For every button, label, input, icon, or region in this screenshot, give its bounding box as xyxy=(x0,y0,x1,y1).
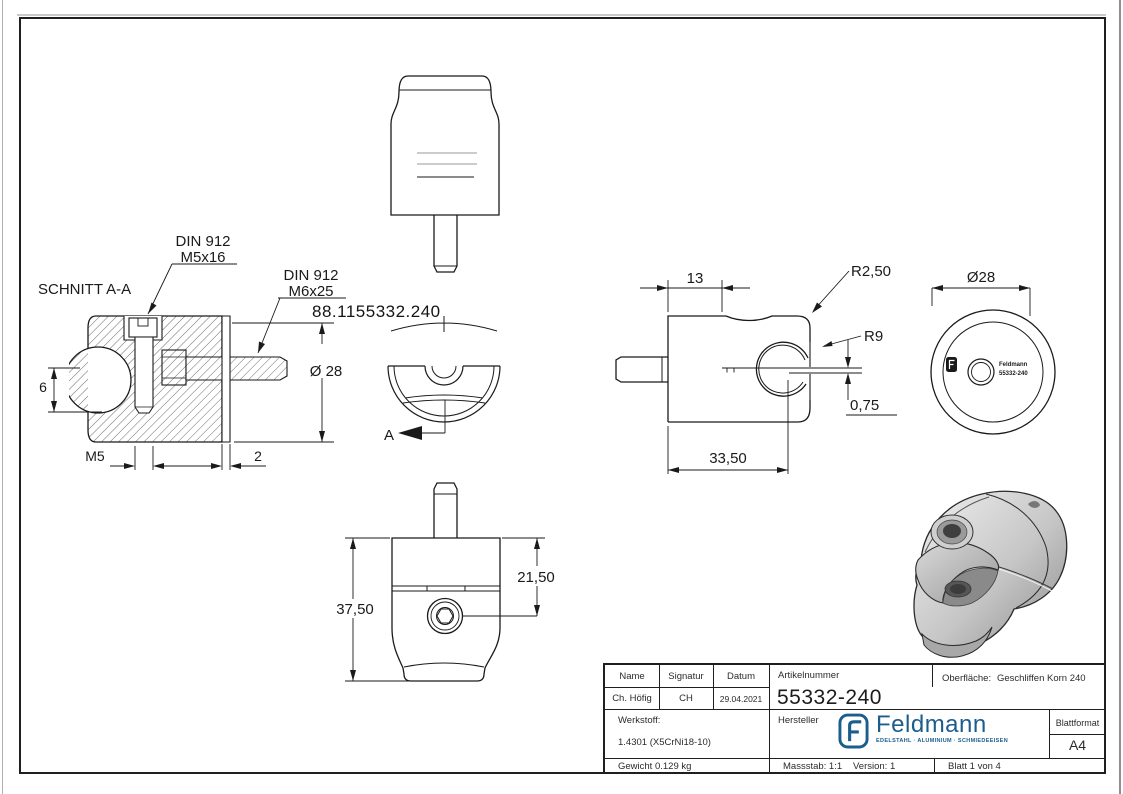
watermark-backdrop xyxy=(303,300,463,321)
artikelnummer-value: 55332-240 xyxy=(777,686,882,709)
circular-end-view xyxy=(930,287,1056,435)
right-view-arrowheads xyxy=(657,285,851,473)
front-view xyxy=(391,482,501,682)
oberflaeche-value: Geschliffen Korn 240 xyxy=(997,673,1086,684)
din1-callout-line1: DIN 912 xyxy=(175,233,230,250)
blatt-value: Blatt 1 von 4 xyxy=(948,761,1001,772)
callout-r2-50: R2,50 xyxy=(851,263,891,280)
datum-header: Datum xyxy=(727,671,755,682)
dim-21-50: 21,50 xyxy=(517,569,555,586)
massstab-value: Massstab: 1:1 xyxy=(783,761,843,772)
circular-view-arrowheads xyxy=(932,285,1030,291)
name-header: Name xyxy=(619,671,645,682)
dim-text-patch xyxy=(509,566,563,586)
hersteller-label: Hersteller xyxy=(778,715,819,726)
section-view xyxy=(57,315,288,443)
werkstoff-value: 1.4301 (X5CrNi18-10) xyxy=(618,737,711,748)
feldmann-logo-mark xyxy=(838,713,869,749)
din2-callout-line2: M6x25 xyxy=(288,283,333,300)
oberflaeche-label: Oberfläche: xyxy=(942,673,992,684)
page-right-edge xyxy=(1119,0,1121,794)
feldmann-logo-tagline: EDELSTAHL · ALUMINIUM · SCHMIEDEEISEN xyxy=(876,738,1009,744)
dim-33-50: 33,50 xyxy=(709,450,747,467)
dim-m5: M5 xyxy=(85,448,105,464)
feldmann-logo-text: Feldmann xyxy=(876,711,987,738)
blattformat-label: Blattformat xyxy=(1055,718,1100,728)
gewicht-value: Gewicht 0.129 kg xyxy=(618,761,692,772)
dim-37-50: 37,50 xyxy=(336,601,374,618)
section-cut-label: A xyxy=(384,427,394,444)
engraved-brand: Feldmann xyxy=(999,362,1028,368)
blattformat-value: A4 xyxy=(1068,737,1087,753)
engraved-number: 55332-240 xyxy=(999,371,1028,377)
dim-0-75: 0,75 xyxy=(850,397,879,414)
dim-text-patch xyxy=(328,599,380,618)
hersteller-logo: Feldmann EDELSTAHL · ALUMINIUM · SCHMIED… xyxy=(838,713,1008,749)
dim-13: 13 xyxy=(687,270,704,287)
right-side-view xyxy=(615,315,866,423)
datum-value: 29.04.2021 xyxy=(719,694,763,704)
version-value: Version: 1 xyxy=(853,761,896,772)
section-arrowheads xyxy=(51,302,325,469)
title-block: Name Signatur Datum Ch. Höfig CH 29.04.2… xyxy=(603,663,1106,774)
frame-shadow xyxy=(17,14,1106,16)
artikelnummer-label: Artikelnummer xyxy=(778,670,840,681)
top-view xyxy=(387,316,501,434)
din2-callout-line1: DIN 912 xyxy=(283,267,338,284)
isometric-render xyxy=(913,490,1068,658)
werkstoff-label: Werkstoff: xyxy=(618,715,661,726)
page-left-edge xyxy=(2,0,3,794)
signatur-value: CH xyxy=(679,693,693,704)
signatur-header: Signatur xyxy=(668,671,704,682)
section-cut-arrow xyxy=(398,426,422,440)
din1-callout-line2: M5x16 xyxy=(180,249,225,266)
engraved-logo-f xyxy=(948,359,955,369)
dim-2: 2 xyxy=(254,448,262,464)
dim-6: 6 xyxy=(39,379,47,395)
dim-cover-patch xyxy=(302,346,351,365)
dim-dia28-section: Ø 28 xyxy=(310,363,343,380)
callout-r9: R9 xyxy=(864,328,883,345)
section-label: SCHNITT A-A xyxy=(38,281,131,298)
side-elevation-view xyxy=(390,75,500,273)
name-value: Ch. Höfig xyxy=(612,693,652,704)
watermark-article-number: 88.1155332.240 xyxy=(312,302,441,321)
dim-dia28-view: Ø28 xyxy=(967,269,995,286)
drawing-border xyxy=(19,17,1106,774)
front-view-arrowheads xyxy=(350,538,540,681)
